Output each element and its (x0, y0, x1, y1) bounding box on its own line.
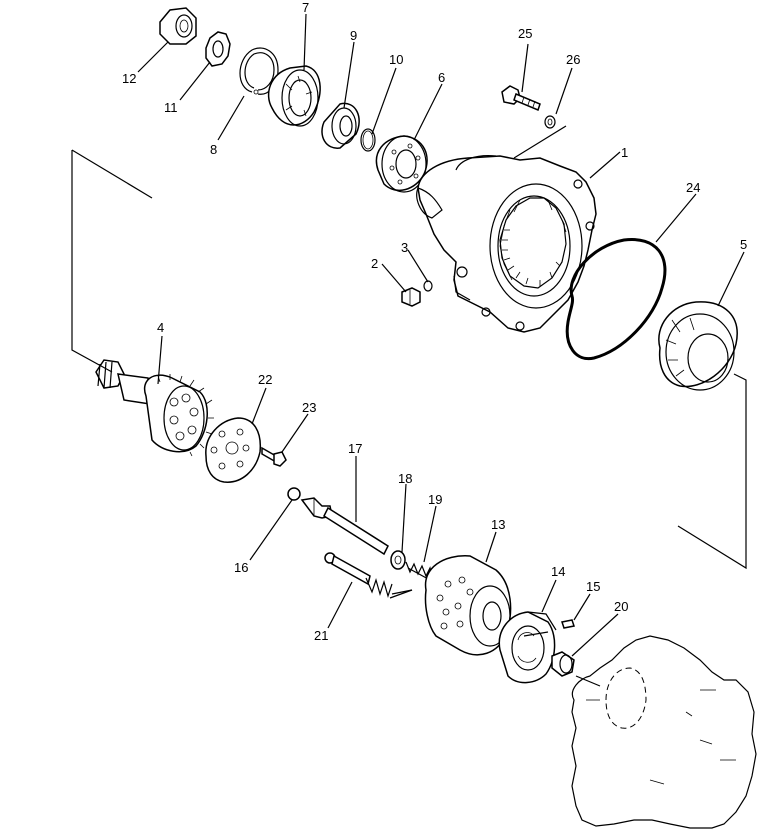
part-2-plug (401, 287, 421, 307)
callout-23: 23 (302, 400, 316, 415)
part-1-housing (416, 155, 597, 333)
callout-16: 16 (234, 560, 248, 575)
callout-4: 4 (157, 320, 164, 335)
callout-2: 2 (371, 256, 378, 271)
callout-26: 26 (566, 52, 580, 67)
part-4-shaft (95, 359, 214, 457)
part-6-ball-bearing (375, 135, 428, 193)
part-26-washer (544, 115, 556, 129)
callout-19: 19 (428, 492, 442, 507)
part-21-pin (324, 552, 413, 599)
part-10-o-ring (360, 128, 376, 152)
callout-25: 25 (518, 26, 532, 41)
part-12-nut (159, 7, 197, 45)
part-25-bolt (501, 85, 541, 112)
part-11-lock-washer (205, 31, 231, 67)
callout-20: 20 (614, 599, 628, 614)
callout-5: 5 (740, 237, 747, 252)
part-16-ball (287, 487, 301, 501)
callout-22: 22 (258, 372, 272, 387)
part-20-bushing (551, 651, 575, 677)
part-23-screw (261, 446, 287, 467)
callout-24: 24 (686, 180, 700, 195)
part-22-plate (205, 417, 262, 483)
pump-housing-outline (571, 635, 757, 829)
reference-lines (71, 125, 747, 687)
callout-1: 1 (621, 145, 628, 160)
part-9-bushing (321, 102, 360, 149)
callout-11: 11 (164, 100, 178, 115)
part-14-valve-plate (498, 611, 557, 684)
callout-6: 6 (438, 70, 445, 85)
callout-17: 17 (348, 441, 362, 456)
part-5-roller-bearing (658, 301, 738, 391)
part-3-washer (423, 280, 433, 292)
part-7-bearing (267, 65, 321, 127)
callout-labels: 1 2 3 4 5 6 7 8 9 10 11 12 13 14 15 16 1… (122, 0, 747, 643)
callout-13: 13 (491, 517, 505, 532)
part-17-guide-rod (300, 497, 389, 556)
callout-14: 14 (551, 564, 565, 579)
part-24-o-ring (565, 238, 667, 361)
callout-21: 21 (314, 628, 328, 643)
callout-3: 3 (401, 240, 408, 255)
part-18-spring-seat (390, 550, 406, 570)
callout-7: 7 (302, 0, 309, 15)
callout-10: 10 (389, 52, 403, 67)
part-15-pin (561, 619, 575, 629)
part-13-cylinder-block (424, 555, 512, 656)
callout-8: 8 (210, 142, 217, 157)
callout-15: 15 (586, 579, 600, 594)
callout-12: 12 (122, 71, 136, 86)
callout-18: 18 (398, 471, 412, 486)
callout-9: 9 (350, 28, 357, 43)
leader-lines (137, 13, 745, 657)
